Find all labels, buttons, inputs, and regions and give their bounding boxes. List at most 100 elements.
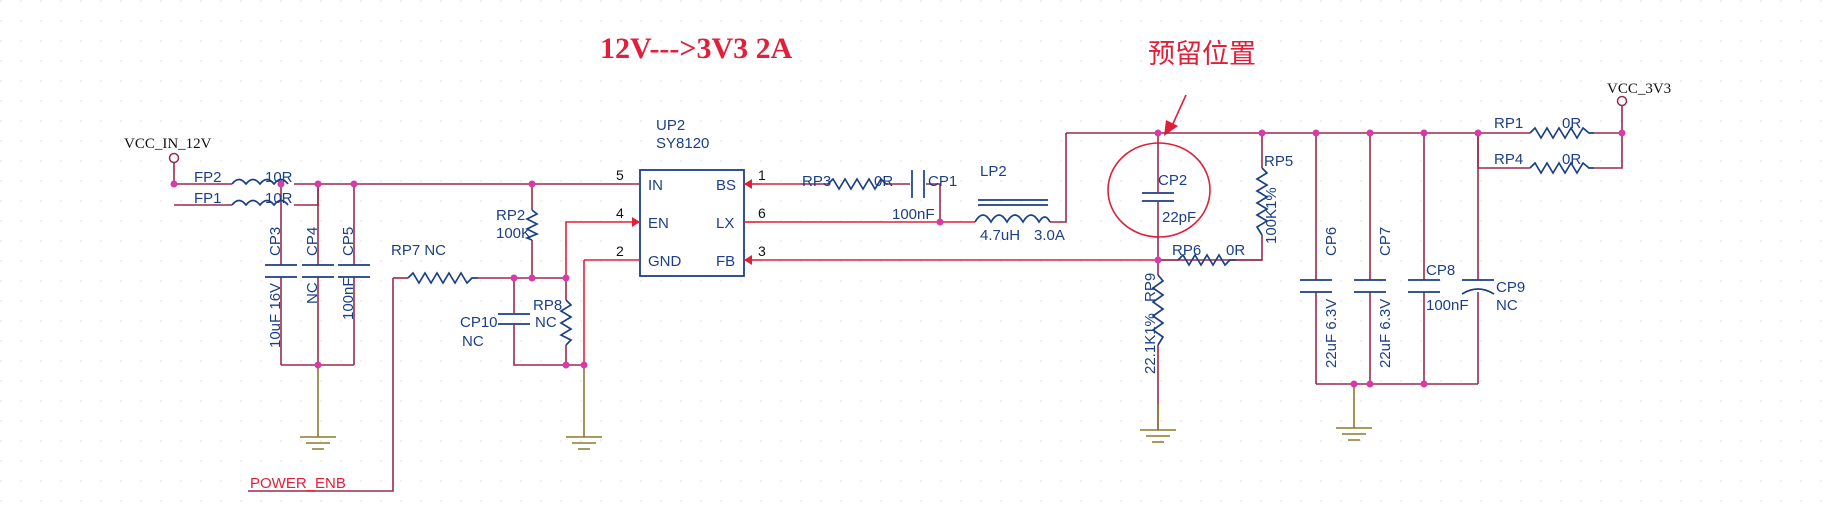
cp6-value: 22uF 6.3V [1323, 299, 1340, 368]
schematic-title: 12V--->3V3 2A [600, 32, 793, 65]
resistor-rp1 [1529, 126, 1594, 140]
rp9-value: 22.1K1% [1142, 313, 1159, 374]
capacitor-cp3 [265, 264, 297, 278]
rp9-ref: RP9 [1142, 273, 1159, 302]
cp7-ref: CP7 [1377, 227, 1394, 256]
reserved-arrow [1170, 94, 1187, 129]
cp8-value: 100nF [1426, 297, 1469, 314]
rp7-ref: RP7 NC [391, 242, 446, 259]
cp5-ref: CP5 [340, 227, 357, 256]
net-label-vin: VCC_IN_12V [124, 136, 212, 152]
resistor-rp3 [827, 177, 888, 191]
resistor-rp9 [1151, 274, 1165, 346]
pin-fb-arrow-icon [744, 255, 752, 265]
pin-name-gnd: GND [648, 253, 682, 270]
rp2-value: 100K [496, 225, 531, 242]
cp1-value: 100nF [892, 206, 935, 223]
cp7-value: 22uF 6.3V [1377, 299, 1394, 368]
resistor-rp2 [524, 209, 540, 241]
ground-icon [1140, 429, 1176, 443]
fp2-value: 10R [265, 169, 293, 186]
pin-num-fb: 3 [758, 243, 766, 259]
inductor-lp2 [974, 199, 1051, 224]
rp6-ref: RP6 [1172, 242, 1201, 259]
capacitor-cp4 [302, 264, 334, 278]
capacitor-cp8 [1408, 279, 1440, 293]
cp1-ref: CP1 [928, 173, 957, 190]
pin-name-in: IN [648, 177, 663, 194]
cp8-ref: CP8 [1426, 262, 1455, 279]
cp5-value: 100nF [340, 277, 357, 320]
cp9-value: NC [1496, 297, 1518, 314]
rp1-ref: RP1 [1494, 115, 1523, 132]
pin-name-en: EN [648, 215, 669, 232]
pin-en-arrow-icon [632, 217, 640, 227]
rp4-value: 0R [1562, 151, 1581, 168]
rp5-ref: RP5 [1264, 153, 1293, 170]
capacitor-cp7 [1354, 279, 1386, 293]
pin-num-lx: 6 [758, 205, 766, 221]
pin-name-fb: FB [716, 253, 735, 270]
pin-num-gnd: 2 [616, 243, 624, 259]
lp2-rating: 3.0A [1034, 227, 1065, 244]
lp2-ref: LP2 [980, 163, 1007, 180]
pin-num-en: 4 [616, 205, 624, 221]
cp10-ref: CP10 [460, 314, 498, 331]
cp9-ref: CP9 [1496, 279, 1525, 296]
vout-port-icon [1616, 95, 1628, 107]
rp5-value: 100K1% [1263, 187, 1280, 244]
net-label-enable: POWER_ENB [250, 475, 346, 492]
cp2-ref: CP2 [1158, 172, 1187, 189]
ferrite-fp2 [231, 178, 289, 186]
rp4-ref: RP4 [1494, 151, 1523, 168]
rp6-value: 0R [1226, 242, 1245, 259]
resistor-rp6 [1177, 253, 1236, 267]
reserved-arrowhead [1164, 120, 1178, 136]
cp3-ref: CP3 [267, 227, 284, 256]
rp1-value: 0R [1562, 115, 1581, 132]
rp8-ref: RP8 [533, 297, 562, 314]
pin-num-bs: 1 [758, 167, 766, 183]
reserved-circle [1107, 142, 1211, 238]
capacitor-cp5 [338, 264, 370, 278]
wires [173, 105, 1623, 492]
fp1-value: 10R [265, 190, 293, 207]
capacitor-cp1 [911, 170, 925, 198]
rp2-ref: RP2 [496, 207, 525, 224]
resistor-rp8 [559, 299, 573, 346]
ferrite-fp1 [231, 199, 289, 207]
capacitor-cp6 [1300, 279, 1332, 293]
cp10-value: NC [462, 333, 484, 350]
vin-port-icon [168, 152, 180, 164]
ic-ref: UP2 [656, 117, 685, 134]
resistor-rp7 [407, 271, 478, 285]
reserved-note: 预留位置 [1148, 39, 1256, 70]
ic-body [639, 169, 745, 277]
ground-icon [300, 436, 336, 450]
fp1-ref: FP1 [194, 190, 222, 207]
pin-name-lx: LX [716, 215, 734, 232]
net-label-vout: VCC_3V3 [1607, 81, 1671, 97]
pin-num-in: 5 [616, 167, 624, 183]
capacitor-cp9 [1461, 279, 1495, 295]
junctions [170, 129, 1626, 388]
ground-symbols [300, 427, 1372, 450]
pin-bs-arrow-icon [744, 179, 752, 189]
cp4-value: NC [304, 282, 321, 304]
rp3-ref: RP3 [802, 173, 831, 190]
cp4-ref: CP4 [304, 227, 321, 256]
cp6-ref: CP6 [1323, 227, 1340, 256]
ground-icon [566, 436, 602, 450]
ic-part: SY8120 [656, 135, 709, 152]
pin-name-bs: BS [716, 177, 736, 194]
fp2-ref: FP2 [194, 169, 222, 186]
cp2-value: 22pF [1162, 209, 1196, 226]
lp2-value: 4.7uH [980, 227, 1020, 244]
ground-icon [1336, 427, 1372, 441]
rp3-value: 0R [874, 173, 893, 190]
cp3-value: 10uF 16V [267, 283, 284, 348]
resistor-rp4 [1529, 161, 1594, 175]
rp8-value: NC [535, 314, 557, 331]
